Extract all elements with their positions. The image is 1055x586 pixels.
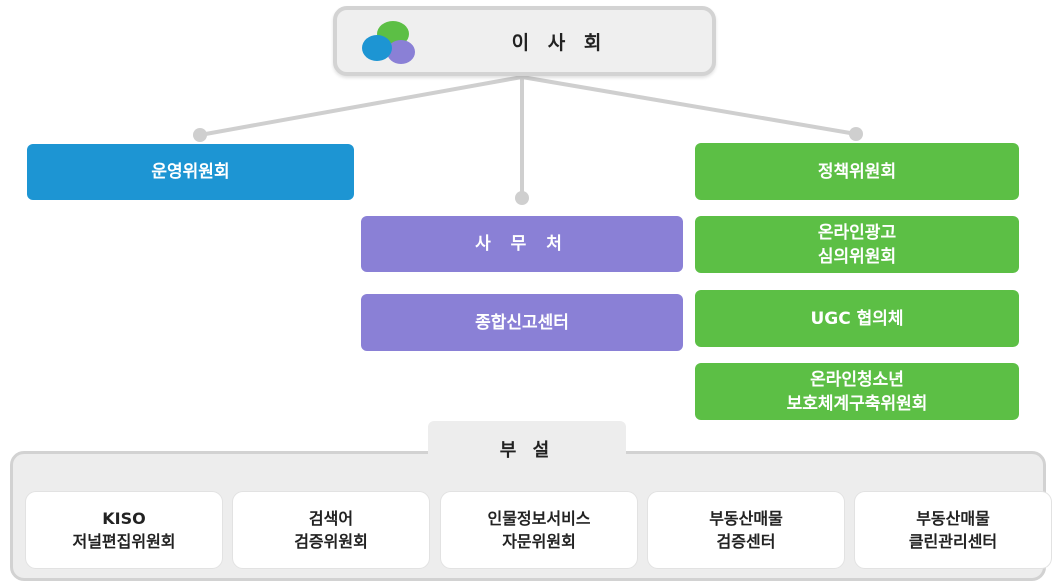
subsidiary-item-search-term: 검색어 검증위원회 [233, 492, 429, 568]
ad-review-label-line2: 심의위원회 [817, 246, 897, 267]
board-of-directors-box: 이 사 회 [333, 6, 716, 76]
subsidiary-item-line1: 부동산매물 [709, 509, 783, 528]
secretariat-box: 사 무 처 [361, 216, 683, 272]
youth-protection-committee-box: 온라인청소년 보호체계구축위원회 [695, 363, 1019, 420]
youth-label-line1: 온라인청소년 [810, 369, 904, 390]
subsidiary-title-label: 부 설 [499, 440, 555, 461]
subsidiary-title: 부 설 [428, 421, 626, 477]
board-title: 이 사 회 [511, 31, 608, 54]
report-center-label: 종합신고센터 [475, 312, 569, 333]
subsidiary-item-line1: 부동산매물 [916, 509, 990, 528]
subsidiary-item-line1: 인물정보서비스 [487, 509, 591, 528]
connector-left [199, 75, 523, 137]
subsidiary-item-line2: 저널편집위원회 [72, 532, 176, 551]
ugc-council-box: UGC 협의체 [695, 290, 1019, 347]
connector-dot-center [515, 191, 529, 205]
subsidiary-item-line2: 클린관리센터 [908, 532, 998, 551]
secretariat-label: 사 무 처 [475, 234, 569, 254]
subsidiary-item-kiso-journal: KISO 저널편집위원회 [26, 492, 222, 568]
ad-review-committee-box: 온라인광고 심의위원회 [695, 216, 1019, 273]
connector-dot-right [849, 127, 863, 141]
subsidiary-item-line2: 검증위원회 [294, 532, 368, 551]
ugc-council-label: UGC 협의체 [810, 308, 904, 329]
report-center-box: 종합신고센터 [361, 294, 683, 351]
operations-committee-label: 운영위원회 [151, 162, 230, 182]
policy-committee-label: 정책위원회 [817, 161, 897, 182]
subsidiary-item-real-estate-verification: 부동산매물 검증센터 [648, 492, 844, 568]
ad-review-label-line1: 온라인광고 [817, 222, 897, 243]
subsidiary-item-person-info: 인물정보서비스 자문위원회 [441, 492, 637, 568]
subsidiary-item-line1: 검색어 [308, 509, 354, 528]
connector-right [521, 75, 857, 136]
subsidiary-item-line2: 검증센터 [716, 532, 776, 551]
connector-dot-left [193, 128, 207, 142]
youth-label-line2: 보호체계구축위원회 [786, 393, 928, 414]
subsidiary-item-line2: 자문위원회 [502, 532, 576, 551]
organization-logo-icon [362, 21, 415, 64]
operations-committee-box: 운영위원회 [27, 144, 354, 200]
subsidiary-item-line1: KISO [102, 509, 146, 528]
subsidiary-item-real-estate-clean: 부동산매물 클린관리센터 [855, 492, 1051, 568]
policy-committee-box: 정책위원회 [695, 143, 1019, 200]
